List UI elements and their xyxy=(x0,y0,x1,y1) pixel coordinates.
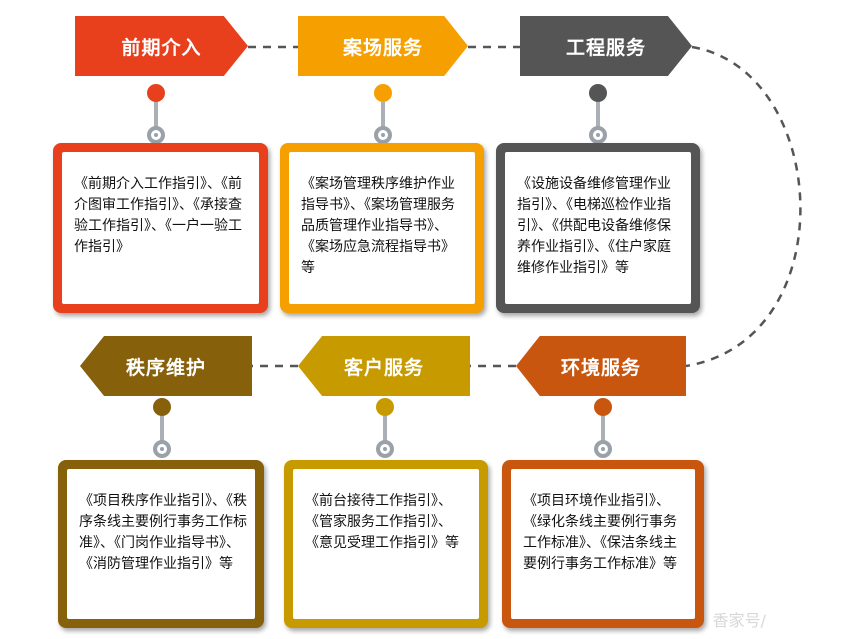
pin-dot xyxy=(594,398,612,416)
step-3-connector-pin xyxy=(568,84,628,154)
pin-dot xyxy=(376,398,394,416)
step-2-banner: 案场服务 xyxy=(298,16,468,76)
step-5-description: 《前台接待工作指引》、《管家服务工作指引》、《意见受理工作指引》等 xyxy=(293,469,479,619)
step-4-card: 《项目环境作业指引》、《绿化条线主要例行事务工作标准》、《保洁条线主要例行事务工… xyxy=(502,460,704,628)
pin-ring xyxy=(147,126,165,144)
step-4-description: 《项目环境作业指引》、《绿化条线主要例行事务工作标准》、《保洁条线主要例行事务工… xyxy=(511,469,695,619)
step-6-title: 秩序维护 xyxy=(125,356,206,379)
pin-ring xyxy=(594,440,612,458)
step-4-title: 环境服务 xyxy=(560,356,641,379)
step-2-connector-pin xyxy=(353,84,413,154)
step-5-connector-pin xyxy=(355,398,415,468)
step-3-banner: 工程服务 xyxy=(520,16,692,76)
pin-stem xyxy=(154,102,158,128)
step-1-description: 《前期介入工作指引》、《前介图审工作指引》、《承接查验工作指引》、《一户一验工作… xyxy=(62,152,259,304)
pin-stem xyxy=(596,102,600,128)
step-5-banner: 客户服务 xyxy=(298,336,470,396)
watermark: 香家号/ xyxy=(712,611,766,630)
step-2-title: 案场服务 xyxy=(342,36,423,59)
pin-stem xyxy=(383,416,387,442)
pin-dot xyxy=(153,398,171,416)
step-3-card: 《设施设备维修管理作业指引》、《电梯巡检作业指引》、《供配电设备维修保养作业指引… xyxy=(496,143,700,313)
step-6-card: 《项目秩序作业指引》、《秩序条线主要例行事务工作标准》、《门岗作业指导书》、《消… xyxy=(58,460,264,628)
step-2-card: 《案场管理秩序维护作业指导书》、《案场管理服务品质管理作业指导书》、《案场应急流… xyxy=(280,143,484,313)
step-2-description: 《案场管理秩序维护作业指导书》、《案场管理服务品质管理作业指导书》、《案场应急流… xyxy=(289,152,475,304)
pin-ring xyxy=(153,440,171,458)
step-5-title: 客户服务 xyxy=(343,356,424,379)
pin-ring xyxy=(376,440,394,458)
step-5-card: 《前台接待工作指引》、《管家服务工作指引》、《意见受理工作指引》等 xyxy=(284,460,488,628)
step-1-title: 前期介入 xyxy=(121,36,202,59)
step-6-description: 《项目秩序作业指引》、《秩序条线主要例行事务工作标准》、《门岗作业指导书》、《消… xyxy=(67,469,255,619)
pin-stem xyxy=(601,416,605,442)
pin-dot xyxy=(589,84,607,102)
step-1-card: 《前期介入工作指引》、《前介图审工作指引》、《承接查验工作指引》、《一户一验工作… xyxy=(53,143,268,313)
pin-stem xyxy=(381,102,385,128)
step-4-connector-pin xyxy=(573,398,633,468)
pin-dot xyxy=(374,84,392,102)
step-3-title: 工程服务 xyxy=(565,36,646,59)
step-3-description: 《设施设备维修管理作业指引》、《电梯巡检作业指引》、《供配电设备维修保养作业指引… xyxy=(505,152,691,304)
pin-stem xyxy=(160,416,164,442)
step-6-connector-pin xyxy=(132,398,192,468)
pin-ring xyxy=(374,126,392,144)
step-1-connector-pin xyxy=(126,84,186,154)
pin-ring xyxy=(589,126,607,144)
step-4-banner: 环境服务 xyxy=(516,336,686,396)
step-1-banner: 前期介入 xyxy=(75,16,248,76)
pin-dot xyxy=(147,84,165,102)
step-6-banner: 秩序维护 xyxy=(80,336,252,396)
